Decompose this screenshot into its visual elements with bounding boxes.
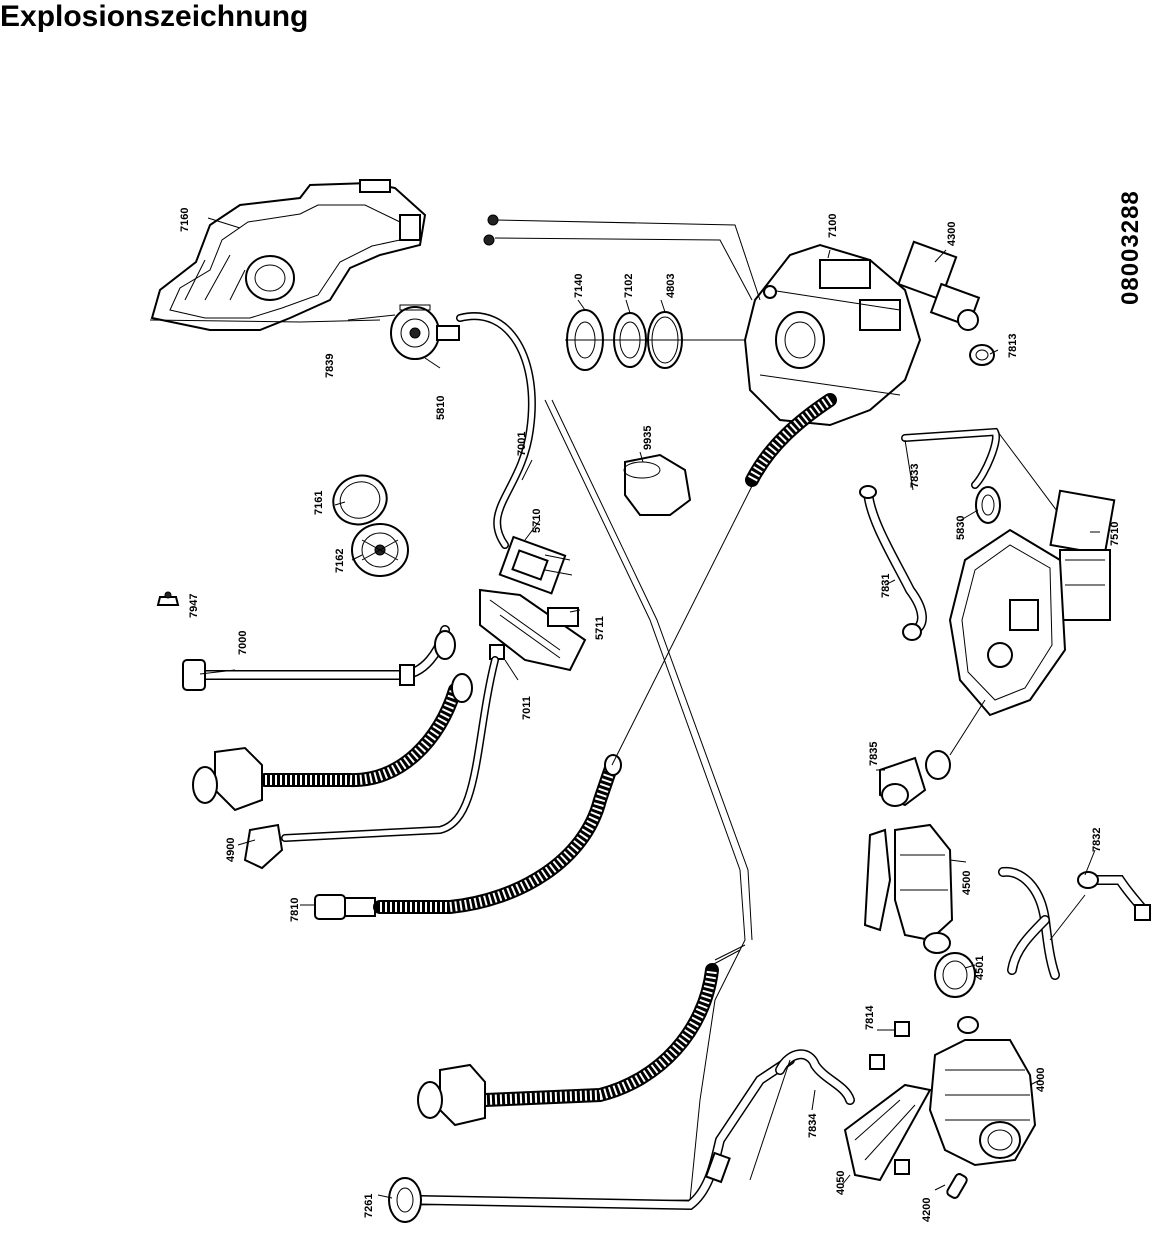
label-7140: 7140 xyxy=(573,274,585,298)
hose-corrugated-upper xyxy=(192,673,473,812)
part-7100-sump xyxy=(743,243,922,427)
label-7813: 7813 xyxy=(1007,334,1019,358)
label-4200: 4200 xyxy=(921,1198,933,1222)
label-5710: 5710 xyxy=(531,509,543,533)
hose-7000 xyxy=(182,625,456,691)
label-4050: 4050 xyxy=(835,1171,847,1195)
part-7832-hose xyxy=(1077,871,1151,921)
label-4300: 4300 xyxy=(946,222,958,246)
part-7510-pump xyxy=(1049,489,1116,621)
label-7810: 7810 xyxy=(289,898,301,922)
part-7833-pipe xyxy=(901,427,1000,489)
label-7162: 7162 xyxy=(334,549,346,573)
part-7813-grommet xyxy=(969,344,995,366)
cable-4900 xyxy=(243,656,499,870)
label-7001: 7001 xyxy=(516,432,528,456)
hose-corrugated-lower xyxy=(417,944,746,1127)
part-sump-tray xyxy=(948,528,1067,717)
lead-7261-long xyxy=(414,399,746,1206)
label-4803: 4803 xyxy=(665,274,677,298)
document-number: 08003288 xyxy=(1117,190,1144,305)
part-7160-frame xyxy=(149,179,427,331)
label-5810: 5810 xyxy=(435,396,447,420)
part-4300-heater xyxy=(897,240,981,331)
label-7947: 7947 xyxy=(188,594,200,618)
label-7000: 7000 xyxy=(237,631,249,655)
label-5830: 5830 xyxy=(955,516,967,540)
label-5711: 5711 xyxy=(594,616,606,640)
label-7102: 7102 xyxy=(623,274,635,298)
screw-icon xyxy=(487,214,499,226)
leader-lines xyxy=(199,217,1100,1199)
label-7161: 7161 xyxy=(313,491,325,515)
label-4501: 4501 xyxy=(974,956,986,980)
part-5830-gasket xyxy=(975,486,1001,524)
part-4200-sensor xyxy=(946,1173,968,1199)
label-7814: 7814 xyxy=(864,1005,876,1030)
part-7947-nut xyxy=(156,591,180,606)
hose-7810-drain xyxy=(314,754,622,920)
part-7161-seal xyxy=(332,474,388,526)
label-7833: 7833 xyxy=(909,464,921,488)
part-7834-hose xyxy=(775,1049,855,1105)
label-7835: 7835 xyxy=(868,742,880,766)
label-7510: 7510 xyxy=(1109,522,1121,546)
part-4501-seal xyxy=(934,952,976,998)
part-4050-bracket xyxy=(843,1083,932,1182)
hose-7001 xyxy=(456,312,536,549)
part-labels: 7160 7839 5810 7001 7161 7162 7947 7000 … xyxy=(179,208,1121,1222)
part-7835-elbow xyxy=(879,750,951,807)
part-4000-motor xyxy=(928,1016,1037,1167)
part-7162-filter xyxy=(351,523,409,577)
hose-7261 xyxy=(388,1055,795,1223)
label-4900: 4900 xyxy=(225,838,237,862)
part-7011-board xyxy=(479,588,587,672)
part-7832-pipe xyxy=(998,866,1060,980)
label-7839: 7839 xyxy=(324,354,336,378)
label-7160: 7160 xyxy=(179,208,191,232)
label-7100: 7100 xyxy=(827,214,839,238)
label-7834: 7834 xyxy=(807,1113,819,1138)
lead-7810-to-sump xyxy=(611,479,756,766)
page-title: Explosionszeichnung xyxy=(0,0,309,33)
label-7831: 7831 xyxy=(880,574,892,598)
label-4500: 4500 xyxy=(961,871,973,895)
label-7832: 7832 xyxy=(1091,828,1103,852)
label-7261: 7261 xyxy=(363,1194,375,1218)
part-5810-valve xyxy=(390,304,460,360)
label-9935: 9935 xyxy=(642,426,654,450)
label-7011: 7011 xyxy=(521,696,533,720)
part-7831-hose xyxy=(859,485,927,641)
label-4000: 4000 xyxy=(1035,1068,1047,1092)
part-4500-pump-housing xyxy=(863,823,954,954)
part-5710-valve xyxy=(498,535,573,595)
part-9935-cup xyxy=(623,453,692,516)
screw-icon xyxy=(483,234,495,246)
part-7814-nuts xyxy=(869,1021,910,1175)
